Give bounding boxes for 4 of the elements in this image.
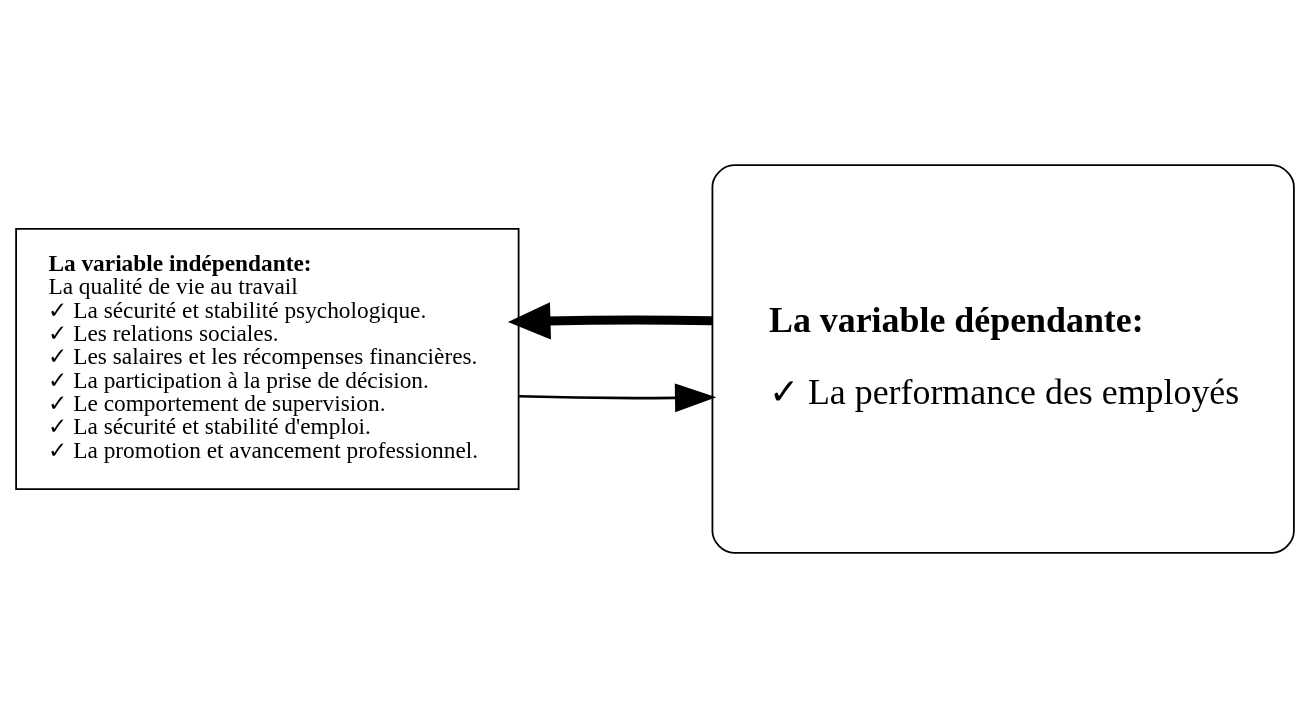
- node-box: La variable dépendante: ✓ La performance des employés: [711, 163, 1295, 554]
- arrow: [507, 301, 713, 340]
- arrow: [519, 382, 717, 412]
- node-box: La variable indépendante: La qualité de vie au travail ✓ La sécurité et stabilité psychologique. ✓ Les relations sociales. ✓ Les salaires et les récompenses financières. ✓ La participation à la prise de décision. ✓ Le comportement de supervision. ✓ La sécurité et stabilité d'emploi. ✓ La promotion et avancement professionnel.: [15, 227, 520, 490]
